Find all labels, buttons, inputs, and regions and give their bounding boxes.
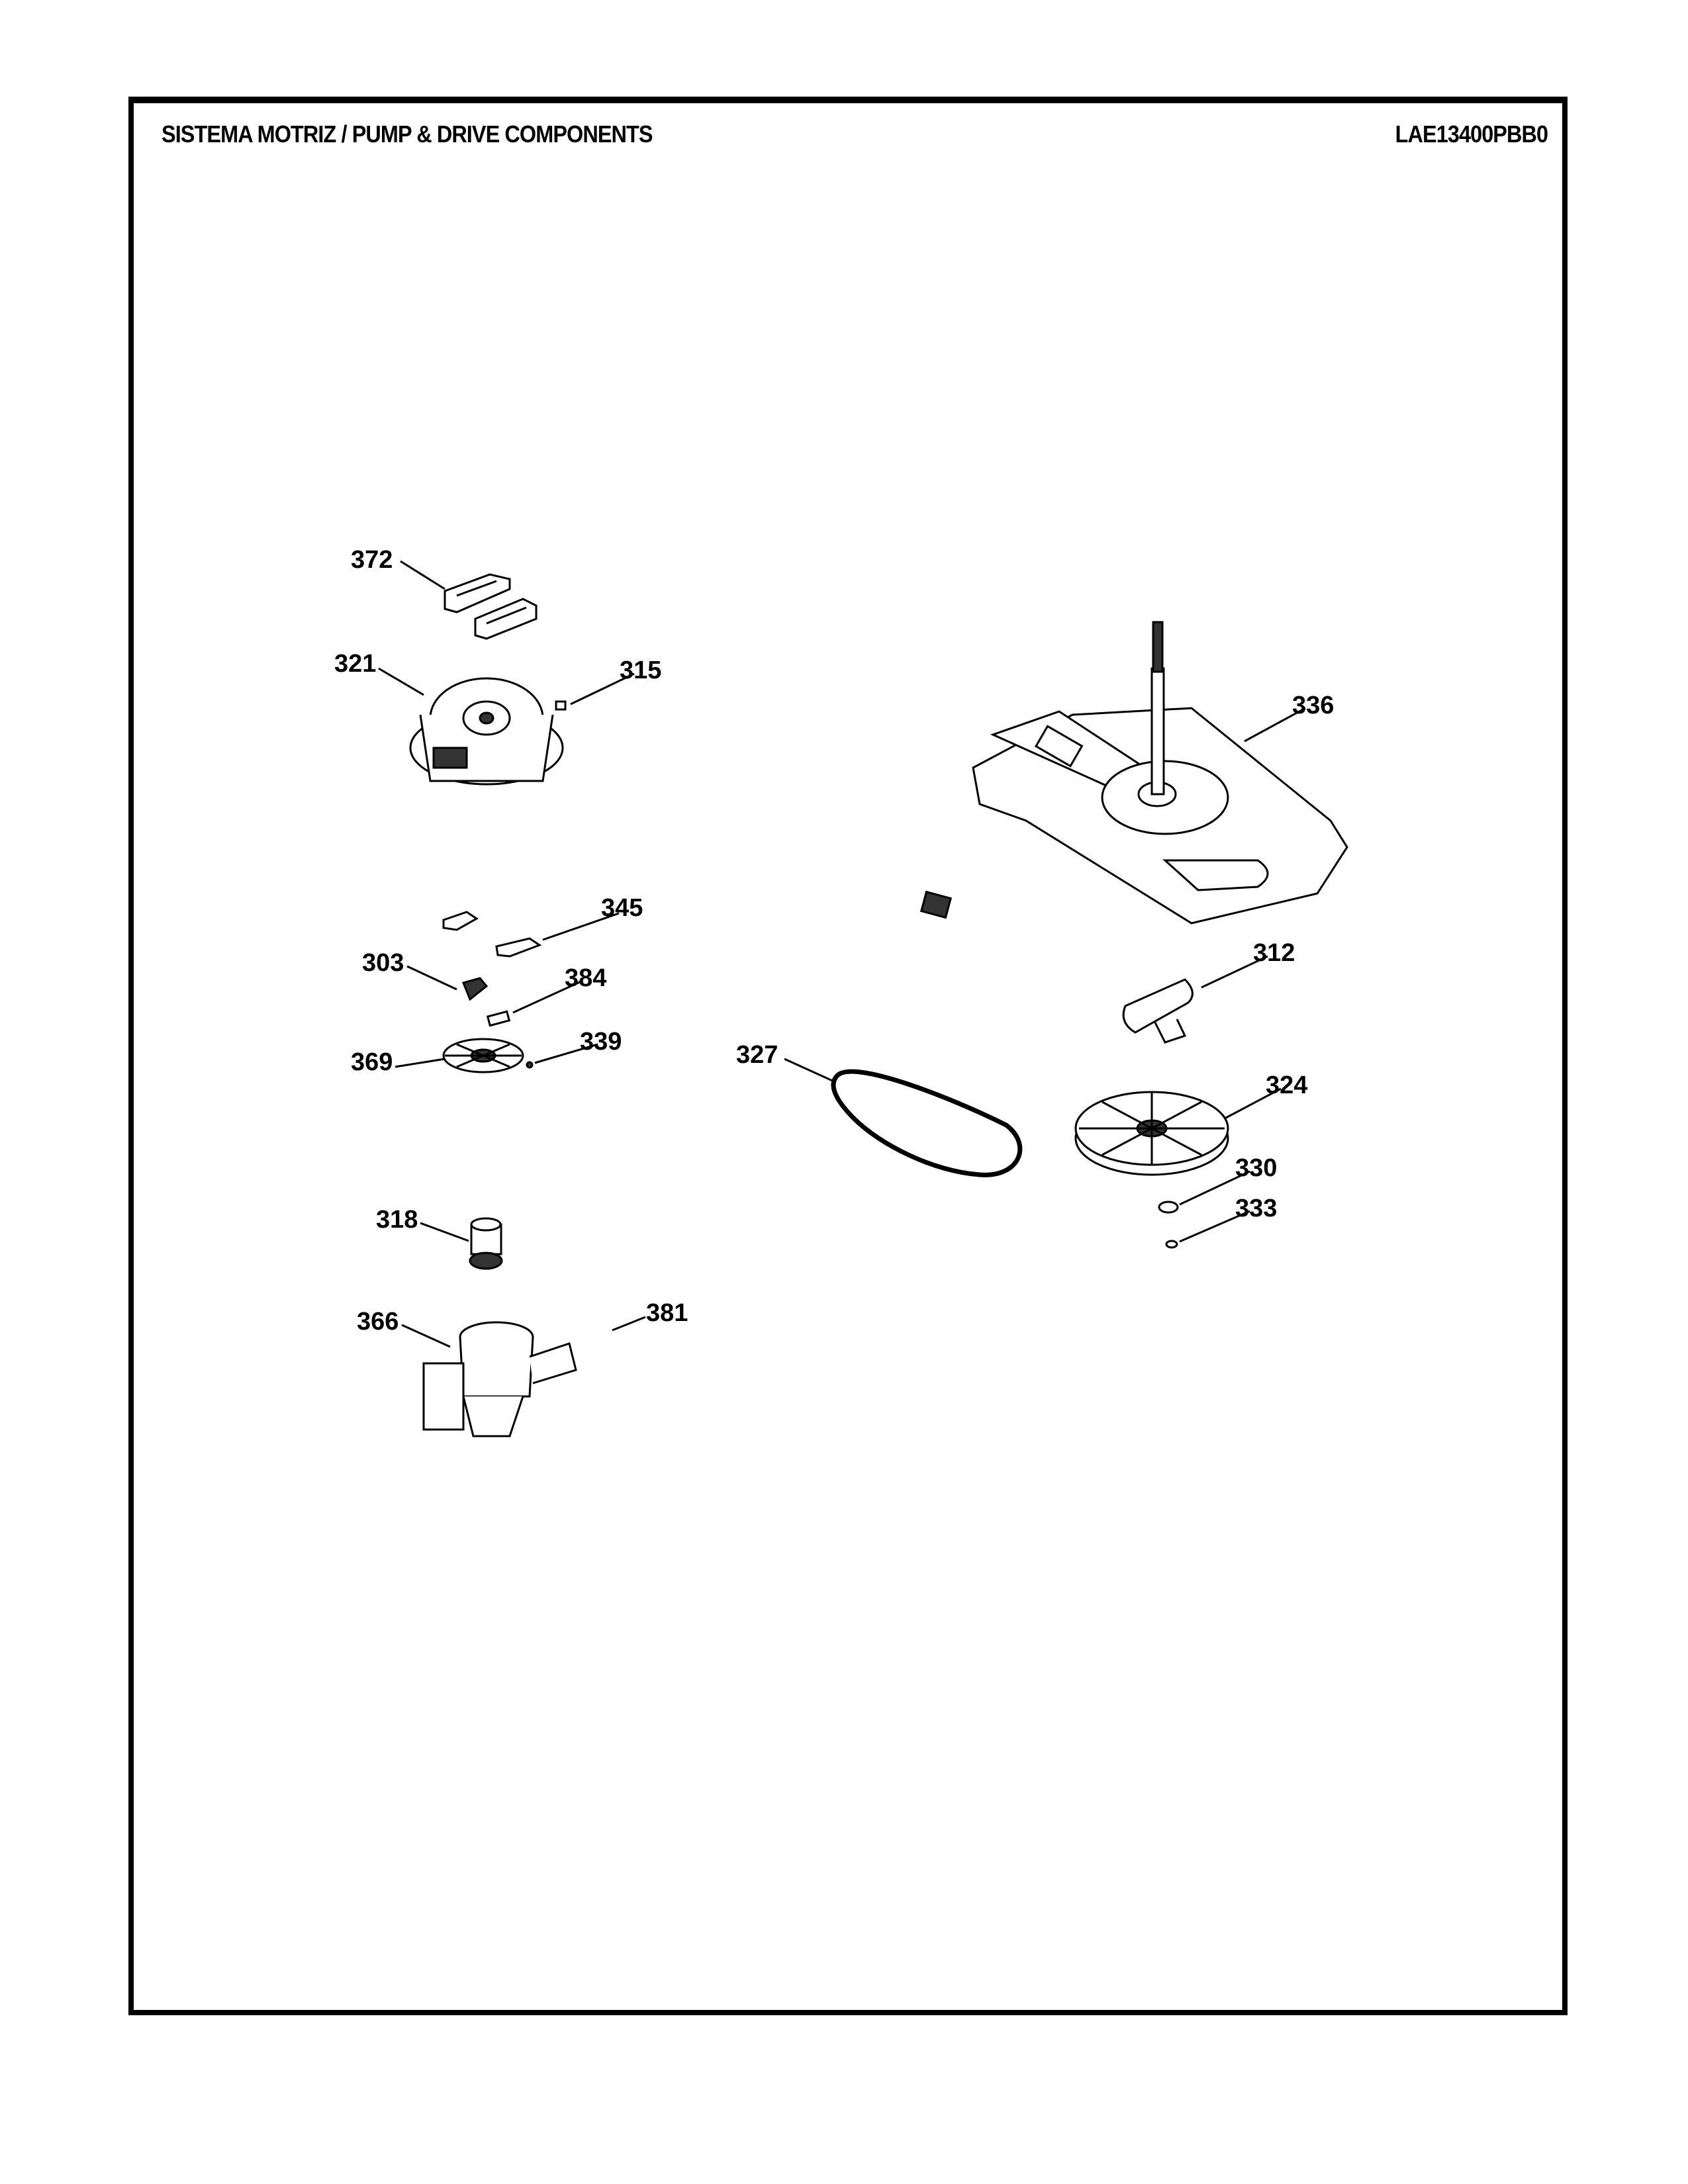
part-384-connector (486, 1010, 511, 1027)
part-321-motor (409, 677, 564, 786)
part-315-clip (555, 700, 567, 711)
callout-381: 381 (646, 1299, 688, 1327)
callout-327: 327 (736, 1041, 778, 1069)
part-333-ring (1165, 1240, 1178, 1249)
model-number: LAE13400PBB0 (1395, 120, 1548, 148)
callout-339: 339 (580, 1028, 622, 1056)
callout-318: 318 (376, 1206, 418, 1234)
part-switch (919, 890, 953, 919)
callout-303: 303 (362, 949, 404, 977)
callout-330: 330 (1235, 1154, 1277, 1182)
part-327-belt (831, 1069, 1023, 1177)
callout-312: 312 (1253, 939, 1295, 967)
callout-345: 345 (601, 894, 643, 922)
callout-321: 321 (334, 650, 376, 678)
callout-366: 366 (357, 1308, 399, 1336)
part-339-washer (526, 1061, 534, 1069)
callout-369: 369 (351, 1048, 393, 1076)
part-336-base-plate (972, 621, 1348, 925)
part-324-pulley (1074, 1091, 1229, 1176)
diagram-border (128, 97, 1568, 2015)
part-318-filter (469, 1217, 503, 1270)
part-345-plates (442, 911, 542, 958)
leader-lines (378, 560, 1306, 1348)
page-title: SISTEMA MOTRIZ / PUMP & DRIVE COMPONENTS (162, 120, 653, 148)
part-372-brackets (444, 573, 538, 640)
callout-384: 384 (565, 964, 606, 992)
callout-336: 336 (1292, 692, 1334, 719)
part-369-fan (442, 1038, 524, 1073)
part-330-washer (1158, 1201, 1179, 1214)
callout-372: 372 (351, 546, 393, 574)
part-312-capacitor (1122, 978, 1194, 1044)
part-303-switch (461, 977, 489, 1001)
part-366-pump (422, 1321, 577, 1437)
callout-324: 324 (1266, 1071, 1307, 1099)
callout-333: 333 (1235, 1195, 1277, 1222)
callout-315: 315 (620, 657, 661, 684)
